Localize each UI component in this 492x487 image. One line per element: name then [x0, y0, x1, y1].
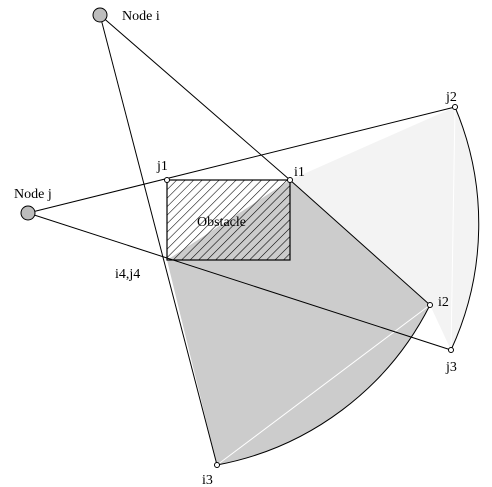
vertex-j2 [452, 104, 458, 110]
i3-label: i3 [202, 473, 213, 487]
chord-j2-j3 [450, 106, 456, 351]
j1-label: j1 [156, 159, 168, 174]
vertex-i2 [427, 302, 433, 308]
vertex-j1 [164, 177, 170, 183]
node-i-label: Node i [122, 9, 160, 24]
ray-j-to-j2 [27, 106, 456, 214]
i1-label: i1 [294, 165, 305, 180]
obstacle-label: Obstacle [197, 215, 246, 230]
vertex-j3 [448, 347, 454, 353]
ray-i-to-i1 [99, 14, 291, 181]
ray-i-to-i3 [99, 14, 218, 466]
node-i-dot [92, 7, 108, 23]
node-j-dot [20, 205, 36, 221]
node-j-coverage-region [290, 107, 479, 350]
obstacle-rect [166, 179, 291, 261]
j3-label: j3 [445, 360, 457, 375]
vertex-i3 [214, 462, 220, 468]
i4j4-label: i4,j4 [115, 267, 140, 282]
j2-label: j2 [445, 90, 457, 105]
node-j-label: Node j [14, 187, 52, 202]
node-j-arc [450, 106, 480, 351]
i2-label: i2 [438, 295, 449, 310]
ray-j-to-j3 [27, 212, 452, 351]
vertex-i1 [287, 177, 293, 183]
ray-i1-to-i2 [289, 179, 431, 306]
